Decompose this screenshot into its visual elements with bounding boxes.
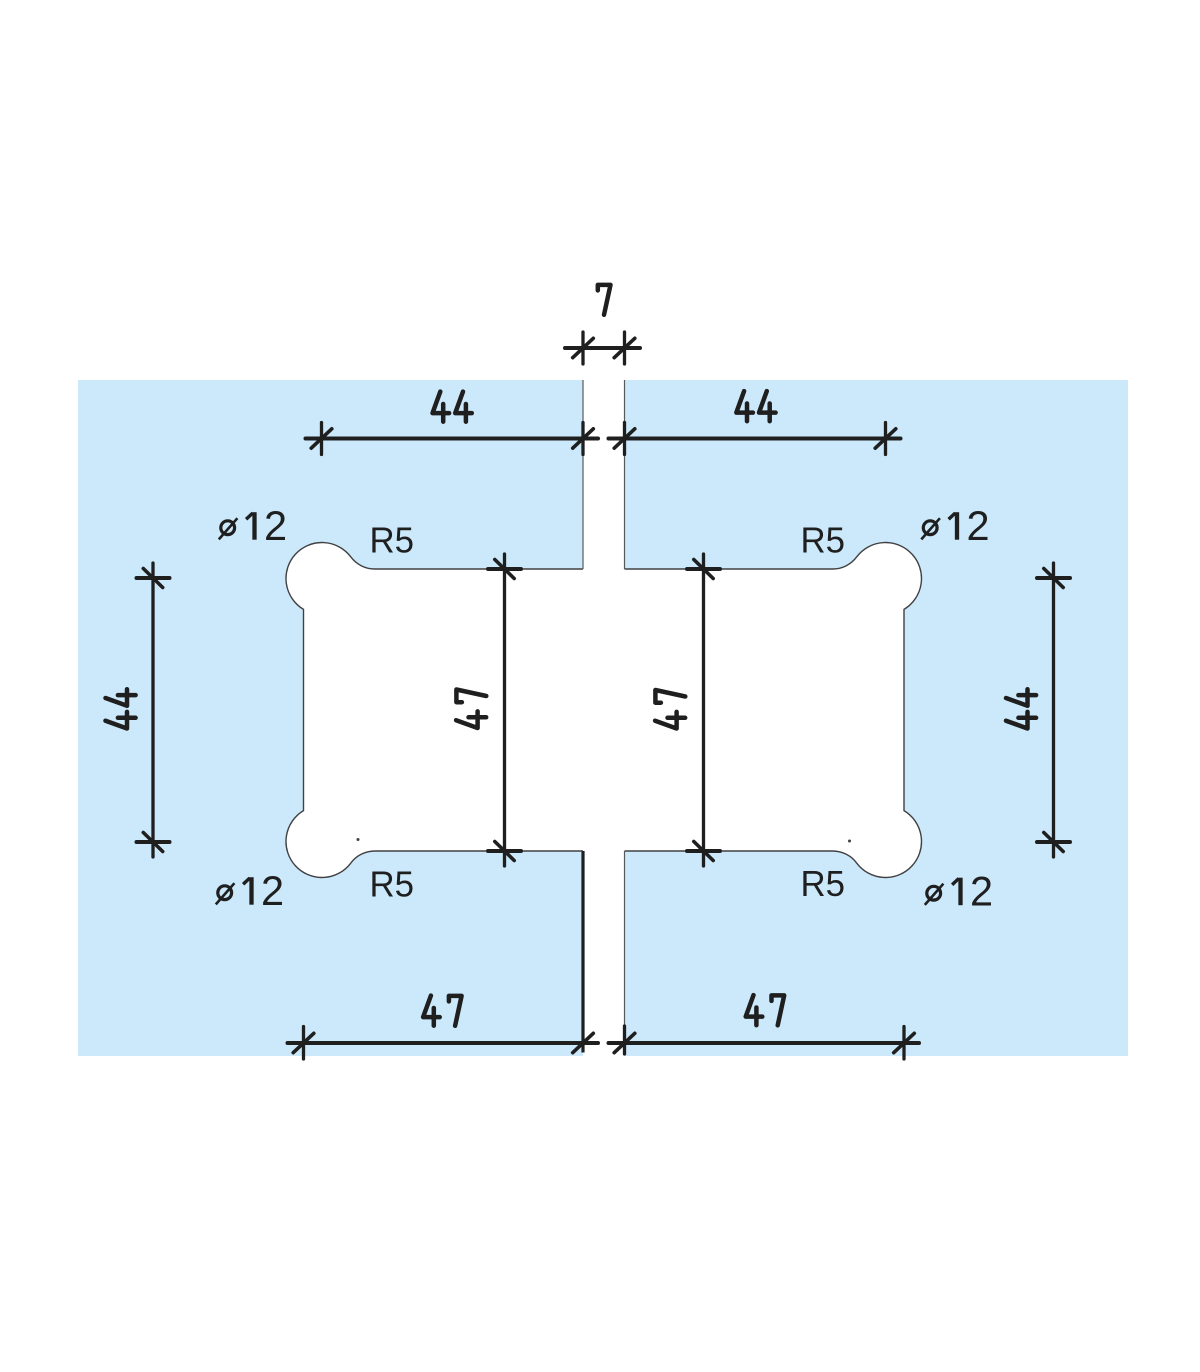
svg-text:2: 2: [967, 502, 990, 549]
svg-text:2: 2: [261, 867, 284, 914]
svg-text:R5: R5: [370, 863, 415, 904]
svg-text:R5: R5: [801, 520, 846, 561]
svg-text:R5: R5: [801, 863, 846, 904]
svg-text:2: 2: [970, 868, 993, 915]
svg-text:2: 2: [264, 502, 287, 549]
svg-text:R5: R5: [370, 519, 415, 560]
